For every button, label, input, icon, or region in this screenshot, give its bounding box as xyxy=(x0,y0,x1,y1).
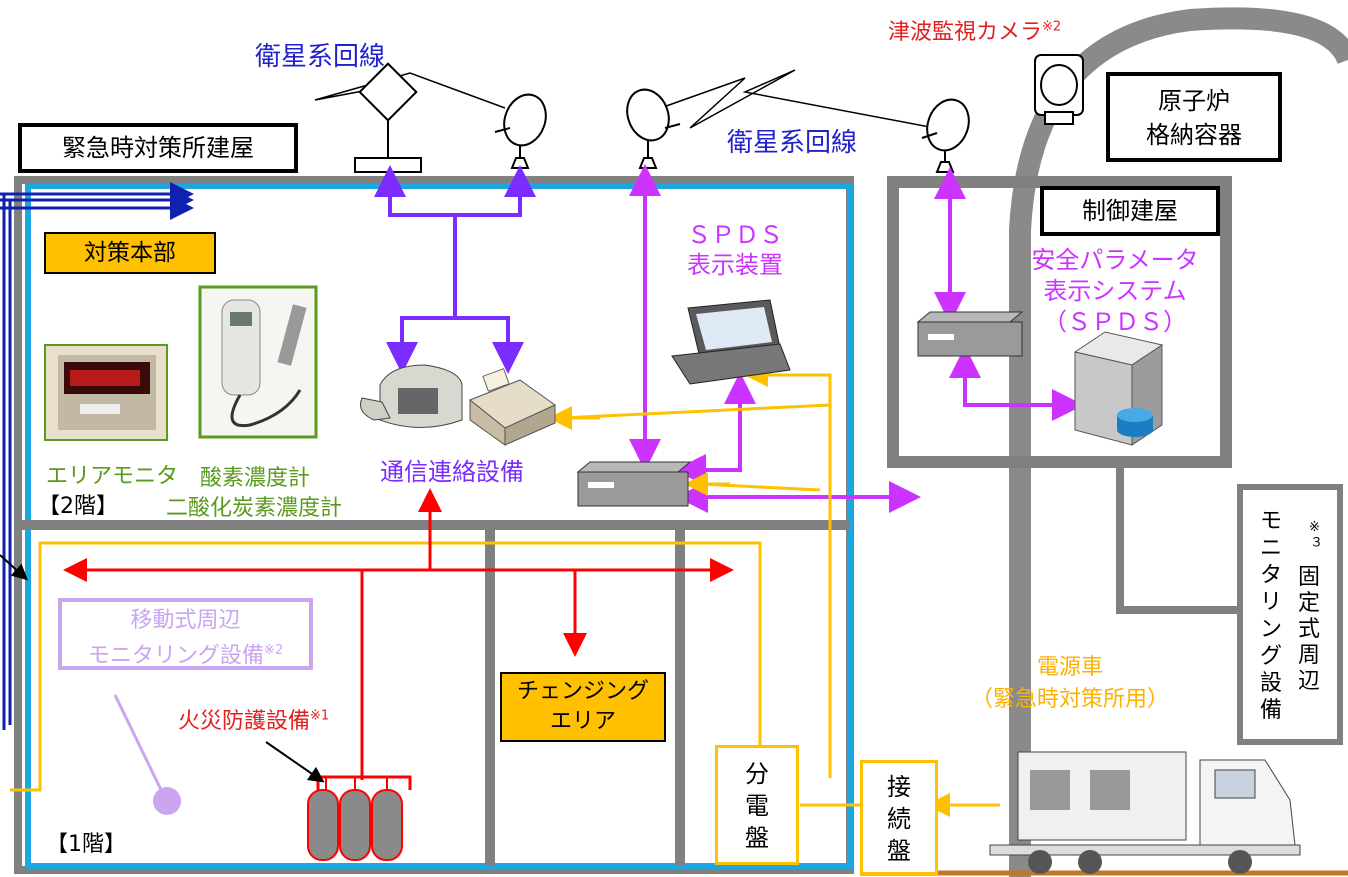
power-vehicle-line2: （緊急時対策所用） xyxy=(970,687,1169,712)
satellite-link-left xyxy=(314,72,506,109)
oxygen-meter-label: 酸素濃度計 xyxy=(200,466,311,491)
satellite-line-right-label: 衛星系回線 xyxy=(727,128,858,158)
fire-pointer-arrow xyxy=(265,741,325,783)
diamond-antenna-icon xyxy=(354,62,422,173)
connection-panel-char: 接 xyxy=(887,773,911,801)
mobile-monitoring-note: ※2 xyxy=(263,643,284,658)
area-monitor-label: エリアモニタ xyxy=(46,464,179,489)
connection-panel-char: 盤 xyxy=(887,837,911,865)
area-monitor-photo xyxy=(44,344,168,441)
left-blue-lines xyxy=(0,182,194,730)
control-building-label: 制御建屋 xyxy=(1040,186,1220,236)
oxygen-meter-photo xyxy=(198,285,318,439)
magenta-network xyxy=(629,164,1084,513)
power-vehicle-label: 電源車 （緊急時対策所用） xyxy=(940,652,1200,716)
reactor-dome xyxy=(1009,7,1348,877)
mobile-monitoring-label: 移動式周辺 モニタリング設備※2 xyxy=(58,598,313,670)
fire-protection-label: 火災防護設備※1 xyxy=(178,703,329,735)
reactor-label-line1: 原子炉 xyxy=(1158,87,1230,115)
fixed-monitoring-char: ニ xyxy=(1259,536,1282,561)
laptop-icon xyxy=(671,299,791,385)
spds-display-line2: 表示装置 xyxy=(687,251,783,279)
hq-label: 対策本部 xyxy=(44,232,216,274)
floor1-label: 【1階】 xyxy=(46,832,126,857)
camera-icon xyxy=(1034,54,1084,125)
tsunami-camera-text: 津波監視カメラ xyxy=(888,20,1043,45)
fixed-monitoring-char: 固 xyxy=(1297,565,1320,590)
tsunami-camera-label: 津波監視カメラ※2 xyxy=(888,14,1061,46)
changing-area-label: チェンジング エリア xyxy=(500,672,666,742)
spds-display-label: ＳＰＤＳ 表示装置 xyxy=(655,220,815,280)
tsunami-camera-note: ※2 xyxy=(1042,19,1062,35)
fire-lines xyxy=(63,488,734,790)
spds-system-line1: 安全パラメータ xyxy=(1031,246,1199,274)
fire-protection-text: 火災防護設備 xyxy=(178,709,311,734)
fixed-monitoring-char: ン xyxy=(1259,617,1282,642)
dish-antenna-icon xyxy=(494,93,547,169)
telephone-icon xyxy=(360,364,463,428)
distribution-panel-char: 分 xyxy=(745,760,769,788)
mobile-monitoring-line2: モニタリング設備 xyxy=(87,643,264,669)
fixed-monitoring-char: 定 xyxy=(1297,591,1320,616)
fire-cylinder-icon xyxy=(307,778,403,861)
connection-panel: 接 続 盤 xyxy=(860,760,938,875)
network-switch-icon xyxy=(916,311,1024,357)
left-black-arrow xyxy=(0,554,28,581)
mobile-monitoring-pointer xyxy=(113,694,167,799)
mobile-monitoring-dot xyxy=(153,787,181,815)
fixed-monitoring-link xyxy=(1116,462,1240,614)
connection-panel-char: 続 xyxy=(887,805,911,833)
fixed-monitoring-char: タ xyxy=(1259,563,1282,588)
dish-antenna-icon xyxy=(626,88,681,169)
fixed-monitoring-char: 備 xyxy=(1259,698,1282,723)
power-vehicle-icon xyxy=(989,751,1301,874)
fixed-monitoring-char: リ xyxy=(1259,590,1282,615)
fixed-monitoring-char: 式 xyxy=(1297,617,1320,642)
power-vehicle-line1: 電源車 xyxy=(1036,655,1103,680)
dish-antenna-icon xyxy=(921,98,970,173)
fixed-monitoring-char: モ xyxy=(1259,509,1282,534)
power-lines xyxy=(10,363,1000,817)
floor2-label: 【2階】 xyxy=(38,494,118,519)
co2-meter-label: 二酸化炭素濃度計 xyxy=(166,496,343,521)
changing-area-line1: チェンジング xyxy=(516,679,649,704)
changing-area-line2: エリア xyxy=(549,709,616,734)
mobile-monitoring-line2-wrap: モニタリング設備※2 xyxy=(62,636,309,671)
spds-display-line1: ＳＰＤＳ xyxy=(687,221,783,249)
spds-system-label: 安全パラメータ 表示システム （ＳＰＤＳ） xyxy=(1020,245,1210,338)
emergency-building-label: 緊急時対策所建屋 xyxy=(18,123,298,173)
distribution-panel-char: 盤 xyxy=(745,824,769,852)
satellite-link-right xyxy=(654,69,936,129)
mobile-monitoring-line1: 移動式周辺 xyxy=(130,608,241,633)
control-building-wall xyxy=(887,176,1232,468)
fax-icon xyxy=(469,368,556,446)
fire-protection-note: ※1 xyxy=(310,708,330,724)
fixed-monitoring-char: 設 xyxy=(1259,671,1282,696)
satellite-line-left-label: 衛星系回線 xyxy=(255,42,386,72)
reactor-label-line2: 格納容器 xyxy=(1146,121,1242,149)
network-switch-icon xyxy=(576,461,692,507)
distribution-panel-char: 電 xyxy=(745,792,769,820)
fixed-monitoring-note: ※３ xyxy=(1307,520,1322,548)
reactor-label-box: 原子炉 格納容器 xyxy=(1106,72,1282,162)
fixed-monitoring-col1: モ ニ タ リ ン グ 設 備 xyxy=(1256,508,1286,724)
fixed-monitoring-char: 辺 xyxy=(1297,669,1320,694)
server-icon xyxy=(1073,331,1164,446)
comm-equipment-label: 通信連絡設備 xyxy=(380,458,524,486)
fixed-monitoring-char: 周 xyxy=(1297,643,1320,668)
fixed-monitoring-char: グ xyxy=(1259,644,1282,669)
distribution-panel: 分 電 盤 xyxy=(715,745,799,865)
fixed-monitoring-col2: 固 定 式 周 辺 xyxy=(1294,565,1324,695)
fixed-monitoring-box xyxy=(1237,484,1343,745)
spds-system-line3: （ＳＰＤＳ） xyxy=(1043,308,1187,336)
spds-system-line2: 表示システム xyxy=(1043,277,1187,305)
purple-network xyxy=(374,165,536,374)
